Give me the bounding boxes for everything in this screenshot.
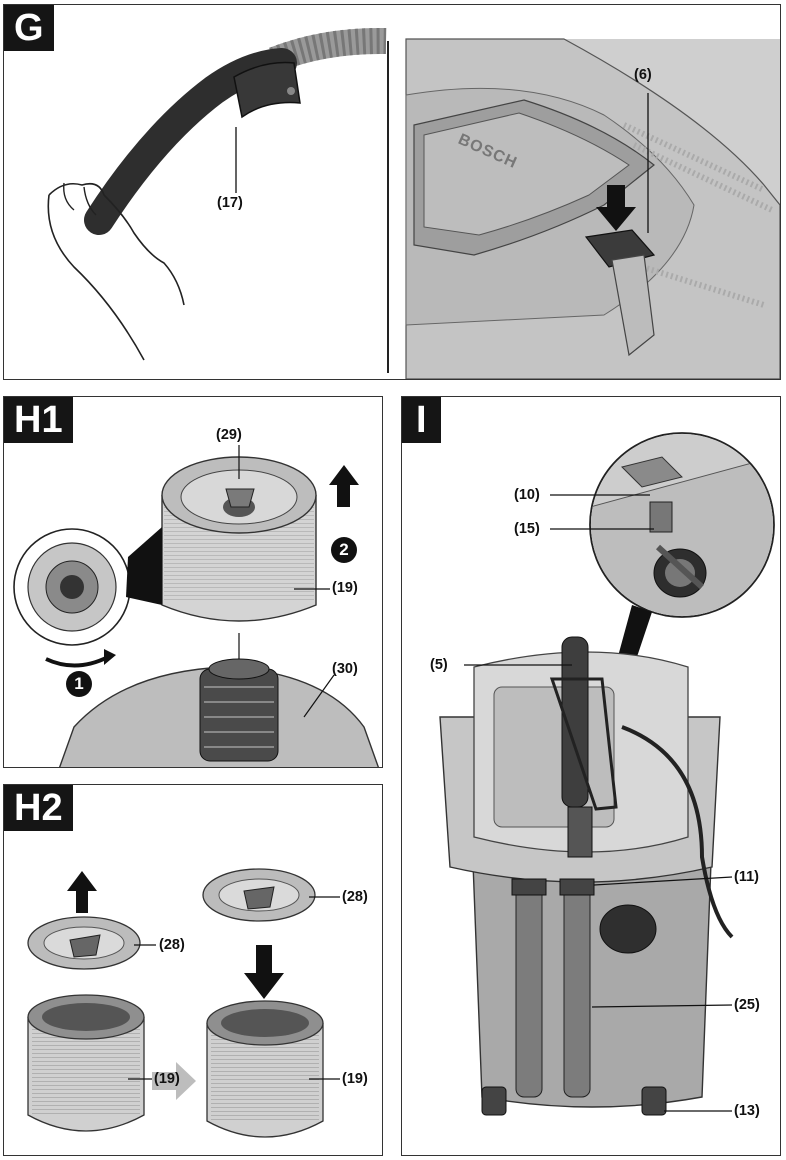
label-filter-right: (19) [342, 1071, 368, 1087]
vacuum-storage-illustration [439, 432, 775, 1116]
label-socket: (15) [514, 521, 540, 537]
label-cap-right: (28) [342, 889, 368, 905]
label-castor: (13) [734, 1103, 760, 1119]
panel-tag-g: G [4, 5, 54, 51]
panel-h1: H1 2 1 (29) (19) (30) [3, 396, 383, 768]
step-number-1: 1 [66, 671, 92, 697]
panel-h2: H2 (28) (28) (19) (19) [3, 784, 383, 1156]
hose-handle-illustration [47, 27, 780, 379]
panel-tag-h1: H1 [4, 397, 73, 443]
label-cable-hook: (10) [514, 487, 540, 503]
label-filter-pleats: (19) [332, 580, 358, 596]
label-filter-left: (19) [154, 1071, 180, 1087]
label-filter-holder: (30) [332, 661, 358, 677]
filter-removal-illustration [13, 445, 380, 767]
label-filter-top: (29) [216, 427, 242, 443]
label-release-button: (6) [634, 67, 652, 83]
label-tube-holder: (11) [734, 869, 759, 885]
filter-cap-illustration [27, 868, 340, 1138]
panel-tag-h2: H2 [4, 785, 73, 831]
panel-tag-i: I [402, 397, 441, 443]
panel-g: G (17) (6) BOSCH [3, 4, 781, 380]
label-cap-left: (28) [159, 937, 185, 953]
label-extension-tubes: (25) [734, 997, 760, 1013]
label-hose-handle: (17) [217, 195, 243, 211]
panel-i: I [401, 396, 781, 1156]
step-number-2: 2 [331, 537, 357, 563]
label-hose-tube: (5) [430, 657, 448, 673]
